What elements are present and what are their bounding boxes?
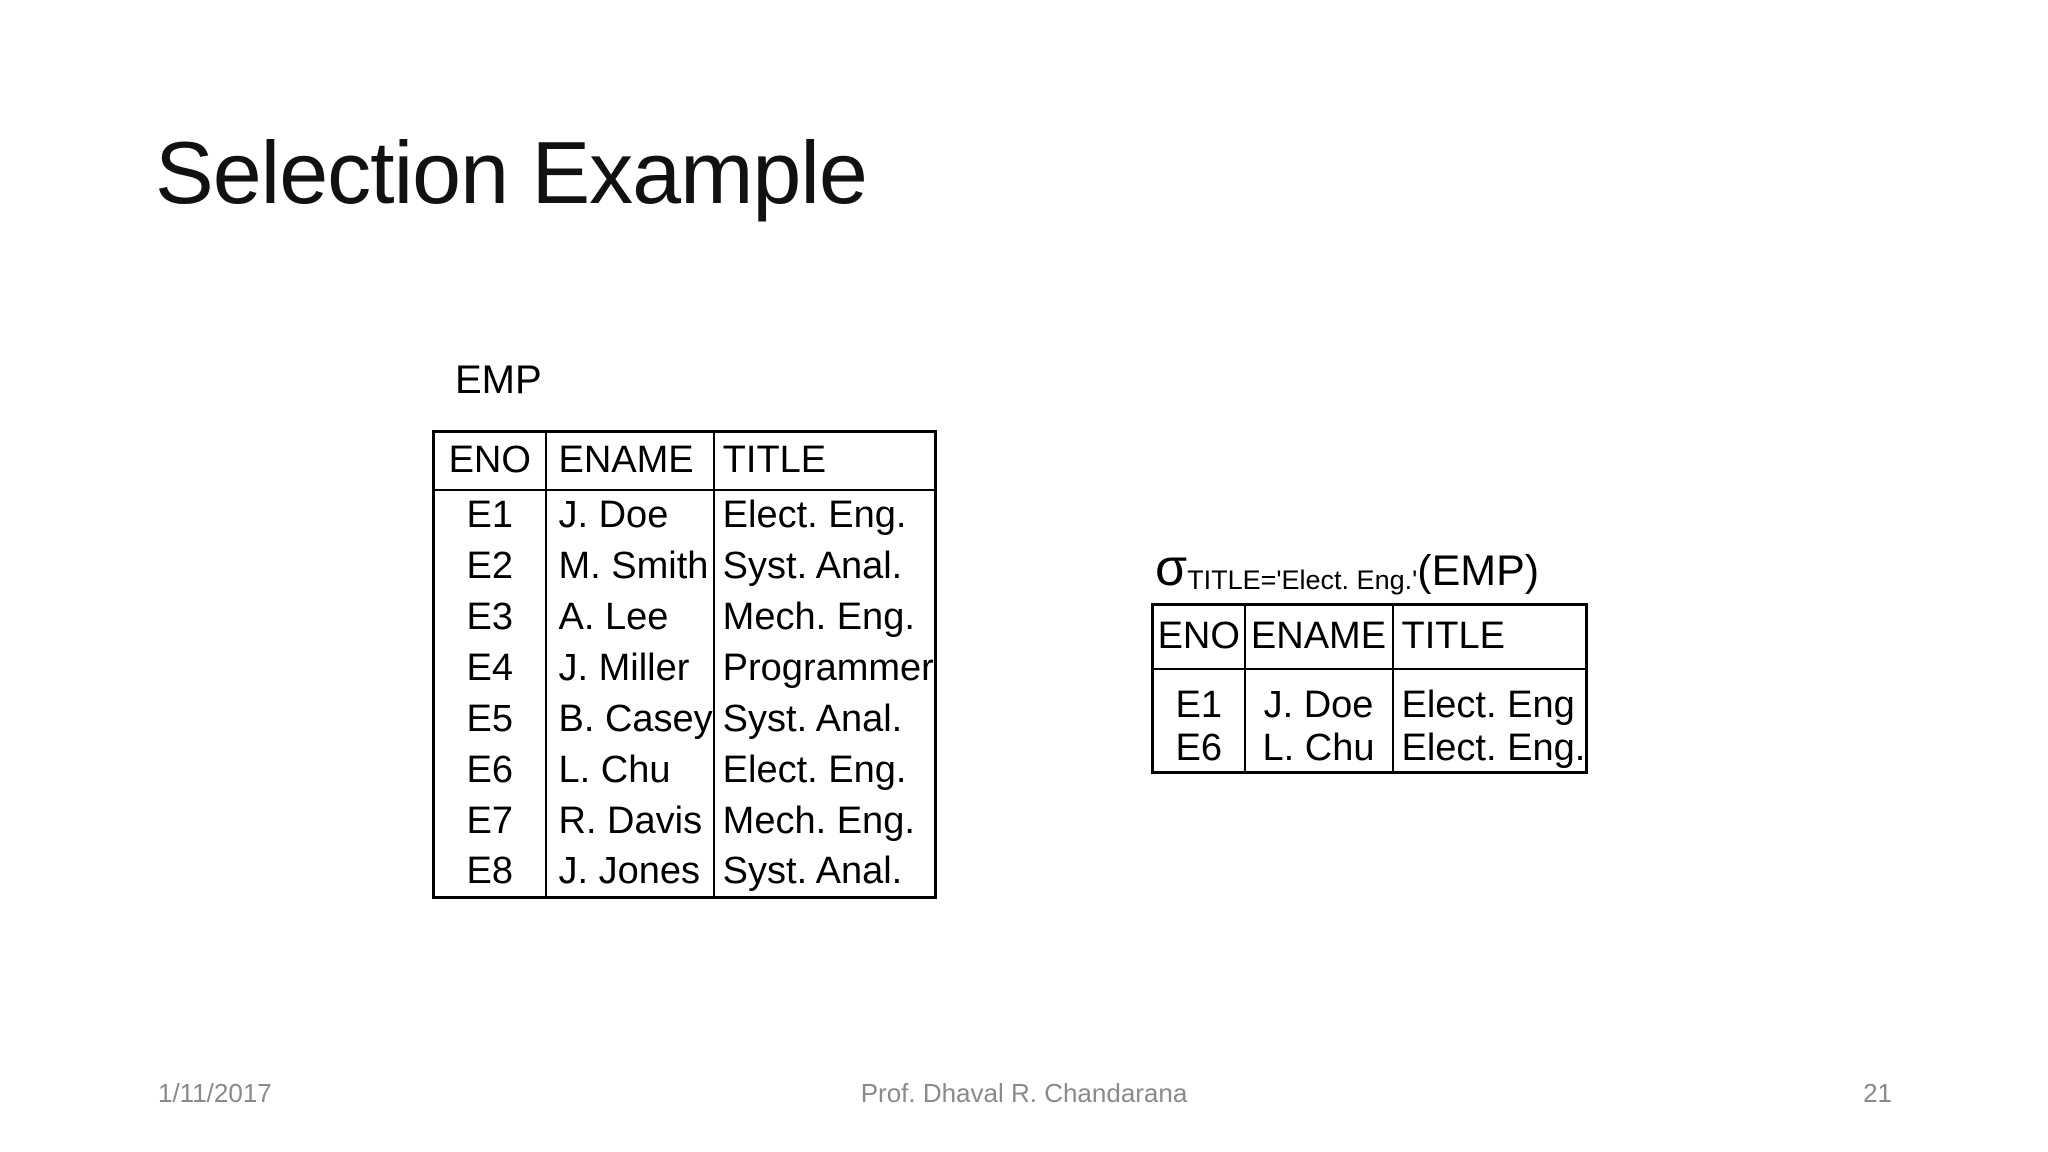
table-cell: Mech. Eng. <box>712 795 937 847</box>
table-cell: Syst. Anal. <box>712 540 937 592</box>
table-cell: E2 <box>432 540 547 592</box>
emp-column-header-title: TITLE <box>712 431 937 491</box>
table-cell: E6 <box>432 744 547 796</box>
table-cell: E5 <box>432 693 547 745</box>
result-column-header-ename: ENAME <box>1243 604 1394 670</box>
result-column-header-eno: ENO <box>1151 604 1246 670</box>
table-cell: J. Miller <box>544 642 715 694</box>
table-cell: E6 <box>1151 726 1246 773</box>
emp-column-header-eno: ENO <box>432 431 547 491</box>
table-cell: J. Doe <box>544 489 715 541</box>
selection-expression: σTITLE='Elect. Eng.'(EMP) <box>1155 542 1539 596</box>
table-cell: E3 <box>432 591 547 643</box>
table-cell: Programmer <box>712 642 937 694</box>
selection-condition: TITLE='Elect. Eng.' <box>1187 565 1418 595</box>
emp-column-header-ename: ENAME <box>544 431 715 491</box>
table-cell: Elect. Eng <box>1391 668 1588 727</box>
table-cell: Syst. Anal. <box>712 846 937 898</box>
table-row: E3 A. Lee Mech. Eng. <box>432 591 937 643</box>
table-row: E8 J. Jones Syst. Anal. <box>432 846 937 898</box>
table-cell: A. Lee <box>544 591 715 643</box>
footer-page-number: 21 <box>1863 1078 1892 1108</box>
table-cell: Elect. Eng. <box>1391 726 1588 773</box>
table-row: E4 J. Miller Programmer <box>432 642 937 694</box>
table-row: E6 L. Chu Elect. Eng. <box>432 744 937 796</box>
table-cell: E1 <box>1151 668 1246 727</box>
footer-author: Prof. Dhaval R. Chandarana <box>860 1078 1188 1108</box>
table-cell: E8 <box>432 846 547 898</box>
selection-operand: (EMP) <box>1417 547 1540 595</box>
table-cell: J. Jones <box>544 846 715 898</box>
selection-result-table: ENO ENAME TITLE E1 J. Doe Elect. Eng E6 … <box>1151 603 1589 774</box>
table-cell: Elect. Eng. <box>712 744 937 796</box>
emp-relation-label: EMP <box>455 358 542 402</box>
page-title: Selection Example <box>155 123 868 222</box>
table-cell: E4 <box>432 642 547 694</box>
emp-table: ENO ENAME TITLE E1 J. Doe Elect. Eng. E2… <box>432 430 937 899</box>
result-column-header-title: TITLE <box>1391 604 1588 670</box>
table-cell: L. Chu <box>544 744 715 796</box>
table-cell: E7 <box>432 795 547 847</box>
table-row: E6 L. Chu Elect. Eng. <box>1151 726 1588 773</box>
table-row: E1 J. Doe Elect. Eng. <box>432 489 937 541</box>
table-cell: M. Smith <box>544 540 715 592</box>
table-row: E5 B. Casey Syst. Anal. <box>432 693 937 745</box>
footer-date: 1/11/2017 <box>158 1078 272 1108</box>
table-cell: Elect. Eng. <box>712 489 937 541</box>
table-cell: Syst. Anal. <box>712 693 937 745</box>
table-cell: E1 <box>432 489 547 541</box>
table-row: E1 J. Doe Elect. Eng <box>1151 668 1588 727</box>
table-cell: L. Chu <box>1243 726 1394 773</box>
table-cell: B. Casey <box>544 693 715 745</box>
table-cell: J. Doe <box>1243 668 1394 727</box>
table-row: E7 R. Davis Mech. Eng. <box>432 795 937 847</box>
table-cell: R. Davis <box>544 795 715 847</box>
table-row: E2 M. Smith Syst. Anal. <box>432 540 937 592</box>
table-cell: Mech. Eng. <box>712 591 937 643</box>
sigma-operator: σ <box>1155 539 1188 597</box>
emp-table-header-row: ENO ENAME TITLE <box>432 431 937 491</box>
result-table-header-row: ENO ENAME TITLE <box>1151 604 1588 670</box>
